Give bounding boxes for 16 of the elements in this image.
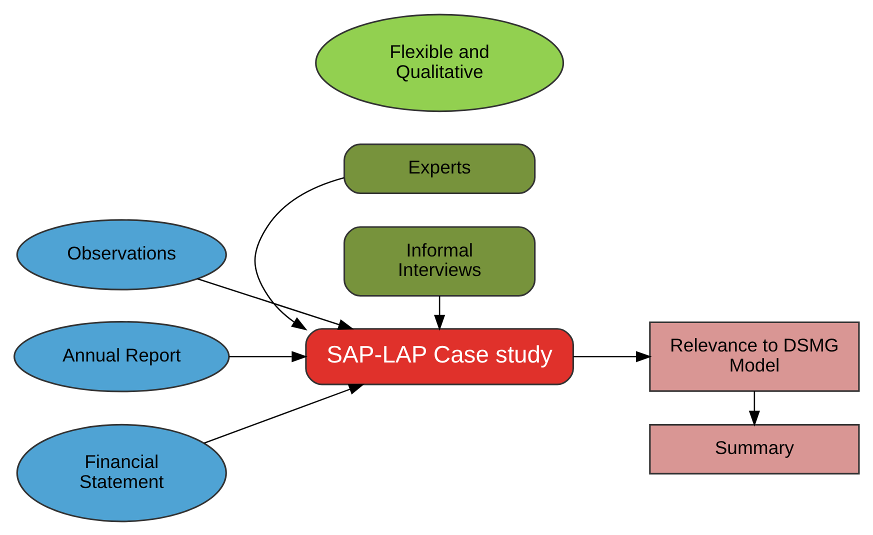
node-ellipse: Financial Statement [16, 423, 227, 522]
node-box: Informal Interviews [344, 226, 536, 296]
node-box: Experts [344, 143, 536, 194]
node-ellipse: Flexible and Qualitative [315, 13, 564, 112]
arrow [254, 176, 344, 330]
node-box: Summary [649, 423, 860, 474]
node-ellipse: Observations [16, 218, 227, 290]
arrow [197, 278, 354, 330]
arrow [204, 383, 365, 444]
node-ellipse: Annual Report [14, 320, 230, 392]
node-box: Relevance to DSMG Model [649, 320, 860, 392]
arrow [748, 390, 760, 426]
arrow [573, 350, 652, 362]
arrow [434, 296, 446, 330]
arrow [229, 350, 308, 362]
node-box: SAP-LAP Case study [305, 328, 574, 385]
